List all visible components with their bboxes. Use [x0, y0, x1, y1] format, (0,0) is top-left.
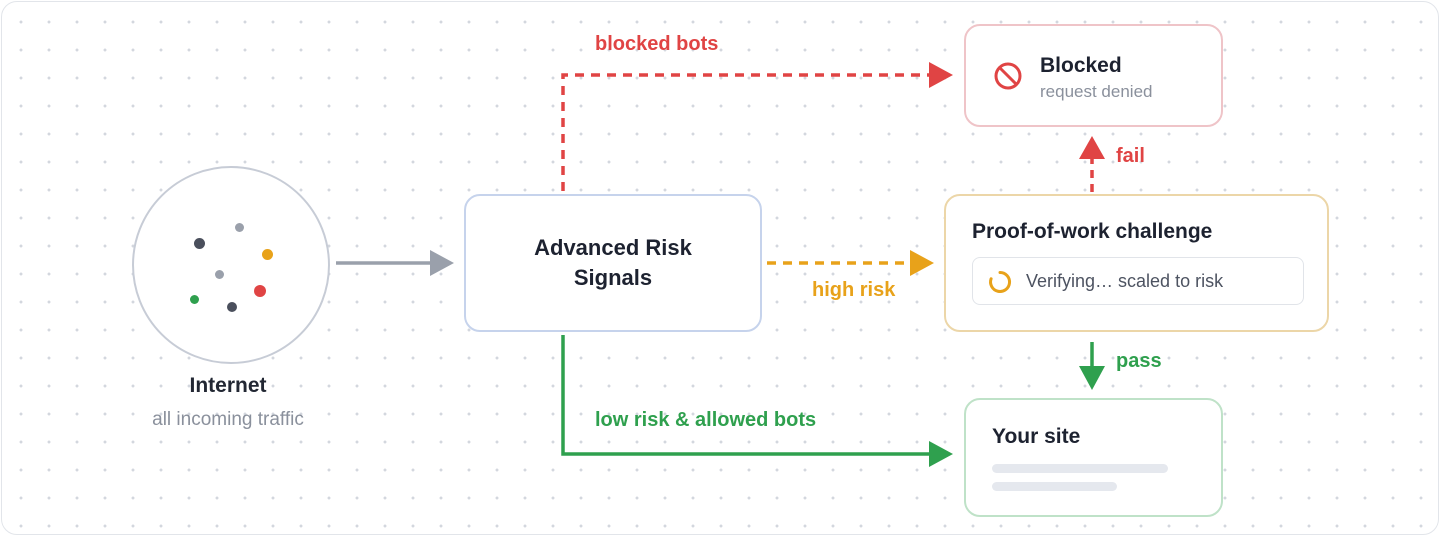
- blocked-title: Blocked: [1040, 54, 1122, 77]
- pass-arrowhead: [1079, 366, 1105, 390]
- high-risk-arrowhead: [910, 250, 934, 276]
- blocked-bots-arrowhead: [929, 62, 953, 88]
- challenge-title: Proof-of-work challenge: [972, 220, 1213, 243]
- content-placeholder-line: [992, 464, 1168, 473]
- content-placeholder-line: [992, 482, 1117, 491]
- challenge-status: Verifying… scaled to risk: [1026, 271, 1224, 291]
- blocked-node: Blocked request denied: [964, 24, 1223, 127]
- blocked-bots-label: blocked bots: [595, 33, 719, 55]
- traffic-dot: [262, 249, 273, 260]
- high-risk-label: high risk: [812, 279, 896, 301]
- low-risk-label: low risk & allowed bots: [595, 409, 817, 431]
- blocked-subtitle: request denied: [1040, 82, 1153, 101]
- internet-subtitle: all incoming traffic: [152, 409, 304, 430]
- low-risk-path: [561, 335, 929, 456]
- internet-title: Internet: [189, 374, 267, 397]
- risk-signals-node: Advanced Risk Signals: [464, 194, 762, 332]
- challenge-node: Proof-of-work challenge Verifying… scale…: [944, 194, 1329, 332]
- site-node: Your site: [964, 398, 1223, 517]
- traffic-dot: [235, 223, 244, 232]
- traffic-dot: [190, 295, 199, 304]
- traffic-dot: [194, 238, 205, 249]
- internet-node: [132, 166, 330, 364]
- traffic-dot: [227, 302, 237, 312]
- fail-label: fail: [1116, 145, 1145, 167]
- traffic-dot: [254, 285, 266, 297]
- challenge-status-field: Verifying… scaled to risk: [972, 257, 1304, 305]
- site-title: Your site: [992, 425, 1081, 448]
- no-entry-icon: [994, 62, 1022, 90]
- traffic-dot: [215, 270, 224, 279]
- fail-arrowhead: [1079, 136, 1105, 159]
- spinner-icon: [989, 270, 1012, 293]
- pass-label: pass: [1116, 350, 1162, 372]
- internet-to-risk-arrowhead: [430, 250, 454, 276]
- blocked-bots-path: [561, 73, 929, 191]
- low-risk-arrowhead: [929, 441, 953, 467]
- risk-signals-title: Advanced Risk Signals: [534, 235, 692, 290]
